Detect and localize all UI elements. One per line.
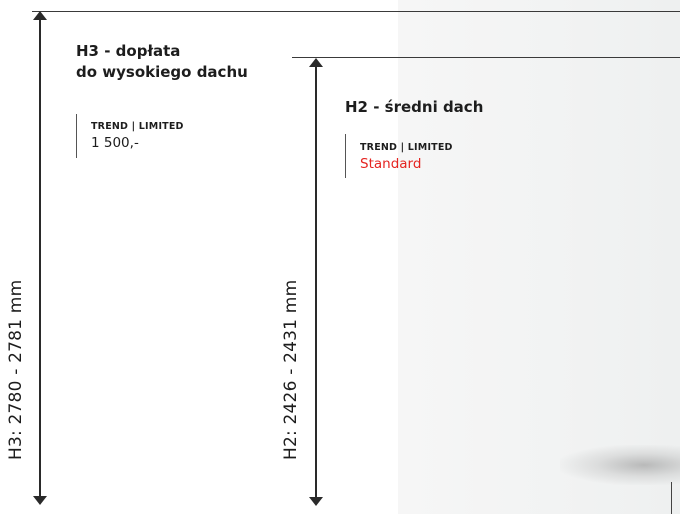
vehicle-shadow	[560, 445, 680, 485]
h3-dimension-label: H3: 2780 - 2781 mm	[6, 279, 26, 460]
h3-trim-label: TREND | LIMITED	[91, 121, 184, 132]
dimension-tick	[671, 482, 672, 514]
h3-price: 1 500,-	[91, 135, 139, 151]
h3-title-line1: H3 - dopłata	[76, 42, 181, 60]
h2-arrow-top	[309, 58, 323, 67]
h2-reference-line	[292, 57, 680, 58]
h3-title: H3 - dopłata do wysokiego dachu	[76, 41, 248, 83]
h2-dimension-label: H2: 2426 - 2431 mm	[281, 279, 301, 460]
h2-arrow-bottom	[309, 497, 323, 506]
h3-info-block: TREND | LIMITED 1 500,-	[76, 114, 184, 158]
h2-info-block: TREND | LIMITED Standard	[345, 134, 453, 178]
background-panel	[398, 0, 680, 514]
h3-reference-line	[32, 11, 680, 12]
h3-dimension-line	[39, 18, 41, 496]
h2-dimension-line	[315, 65, 317, 497]
h3-arrow-top	[33, 11, 47, 20]
h2-price: Standard	[360, 156, 422, 172]
h3-arrow-bottom	[33, 496, 47, 505]
h2-trim-label: TREND | LIMITED	[360, 142, 453, 153]
h2-title: H2 - średni dach	[345, 98, 484, 116]
h3-title-line2: do wysokiego dachu	[76, 63, 248, 81]
